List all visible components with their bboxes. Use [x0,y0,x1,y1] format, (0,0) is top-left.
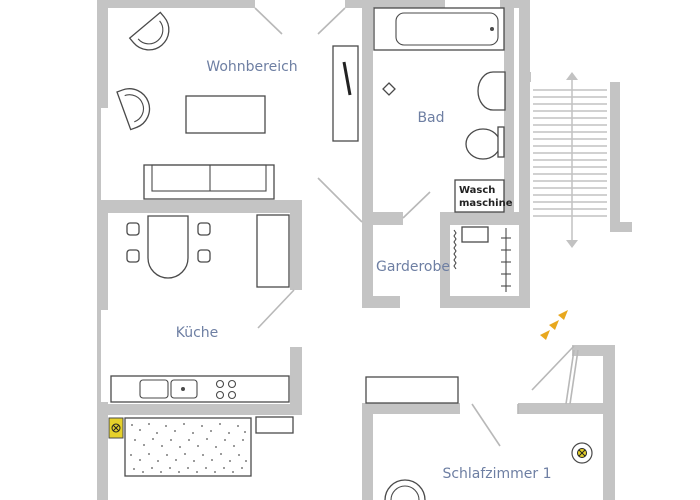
sink-icon [139,379,169,399]
waschmaschine-label: maschine [459,198,513,209]
garderobe-furniture [453,226,511,292]
entrance-arrow-icon [540,310,568,340]
waschmaschine-box: Wasch maschine [454,179,513,213]
doors [254,7,579,447]
armchair-icon [384,479,426,500]
waschmaschine-label: Wasch [459,185,495,196]
bathtub-icon [373,7,505,51]
floor-drain [382,82,396,96]
room-labels: Wohnbereich Bad Garderobe Küche Schlafzi… [176,59,552,482]
stove-icon [215,379,237,400]
staircase-icon [533,72,607,248]
wohnbereich-furniture [116,11,359,200]
schlafzimmer-furniture [365,376,593,500]
curtain [453,229,457,270]
bad-furniture: Wasch maschine [373,7,513,213]
toilet-icon [465,126,505,160]
smoke-detector-icon [108,417,124,439]
tv-cabinet [332,45,359,142]
rug [124,417,252,477]
room-label-kueche: Küche [176,325,219,341]
dining-table [126,215,211,279]
flur-furniture [108,416,294,477]
room-label-garderobe: Garderobe [376,259,450,275]
sink-icon [477,71,506,111]
armchair-icon [116,88,151,131]
room-label-bad: Bad [417,110,444,126]
bedroom-bench [365,376,459,404]
shoe-rack [461,226,489,243]
coffee-table [185,95,266,134]
smoke-detector-icon [571,442,593,464]
kueche-furniture [110,214,290,403]
rug-pattern [130,423,247,473]
sideboard [256,214,290,288]
hall-shelf [255,416,294,434]
sofa [143,164,275,200]
walls [97,0,632,500]
room-label-schlafzimmer: Schlafzimmer 1 [442,466,551,482]
room-label-wohnbereich: Wohnbereich [206,59,297,75]
kitchen-counter [110,375,290,403]
armchair-icon [128,11,170,51]
